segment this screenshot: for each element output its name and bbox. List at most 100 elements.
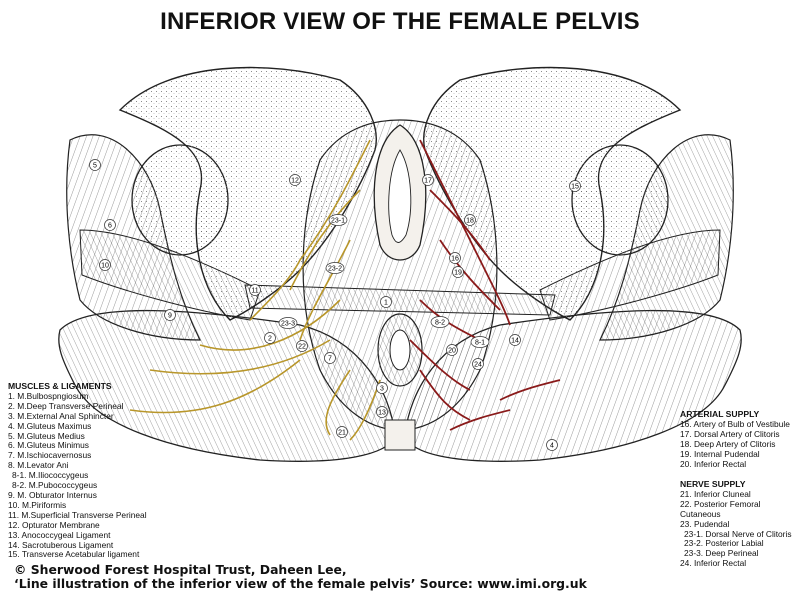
muscles-legend-item: 2. M.Deep Transverse Perineal bbox=[8, 400, 124, 411]
label-marker: 11 bbox=[249, 284, 261, 296]
transverse-perineal bbox=[244, 284, 556, 316]
label-marker: 19 bbox=[452, 266, 464, 278]
label-marker: 2 bbox=[264, 332, 276, 344]
nerve-legend-item: 24. Inferior Rectal bbox=[680, 558, 747, 569]
label-marker: 8-1 bbox=[470, 336, 490, 348]
label-marker: 14 bbox=[509, 334, 521, 346]
credit-line-2: ‘Line illustration of the inferior view … bbox=[14, 576, 587, 591]
arterial-legend-item: 17. Dorsal Artery of Clitoris bbox=[680, 428, 780, 439]
page-title: INFERIOR VIEW OF THE FEMALE PELVIS bbox=[160, 8, 640, 35]
nerve-legend-item: 23. Pudendal bbox=[680, 518, 730, 529]
label-marker: 13 bbox=[376, 406, 388, 418]
pelvis-illustration: 5610911223-323-123-222713132141215171816… bbox=[58, 66, 742, 462]
muscles-legend-item: 15. Transverse Acetabular ligament bbox=[8, 549, 140, 560]
label-marker: 21 bbox=[336, 426, 348, 438]
label-marker-text: 11 bbox=[251, 287, 258, 294]
muscles-legend-item: 3. M.External Anal Sphincter bbox=[8, 410, 114, 421]
label-marker-text: 3 bbox=[380, 385, 384, 392]
muscles-legend-item: 12. Opturator Membrane bbox=[8, 519, 100, 530]
arterial-legend: ARTERIAL SUPPLY 16. Artery of Bulb of Ve… bbox=[680, 409, 798, 469]
muscles-legend-item: 1. M.Bulbospngiosum bbox=[8, 390, 89, 401]
label-marker-text: 16 bbox=[451, 255, 459, 262]
label-marker-text: 20 bbox=[448, 347, 456, 354]
label-marker-text: 23-2 bbox=[328, 265, 342, 272]
label-marker-text: 2 bbox=[268, 335, 272, 342]
nerve-legend-item: 23-2. Posterior Labial bbox=[684, 538, 764, 549]
label-marker-text: 23-1 bbox=[331, 217, 345, 224]
label-marker-text: 18 bbox=[466, 217, 474, 224]
label-marker: 23-3 bbox=[278, 317, 298, 329]
label-markers: 5610911223-323-123-222713132141215171816… bbox=[89, 159, 581, 451]
label-marker-text: 17 bbox=[424, 177, 432, 184]
label-marker: 1 bbox=[380, 296, 392, 308]
muscles-legend-item: 5. M.Gluteus Medius bbox=[8, 430, 85, 441]
vulva bbox=[373, 124, 427, 261]
label-marker-text: 8-2 bbox=[435, 319, 445, 326]
label-marker-text: 15 bbox=[571, 183, 579, 190]
nerve-legend-item: 21. Inferior Cluneal bbox=[680, 488, 751, 499]
label-marker-text: 7 bbox=[328, 355, 332, 362]
label-marker: 16 bbox=[449, 252, 461, 264]
label-marker-text: 9 bbox=[168, 312, 172, 319]
nerve-legend-item: 23-3. Deep Perineal bbox=[684, 548, 759, 559]
credit-line-1: © Sherwood Forest Hospital Trust, Daheen… bbox=[14, 562, 347, 577]
label-marker-text: 1 bbox=[384, 299, 388, 306]
gluteus-maximus bbox=[58, 309, 742, 462]
label-marker: 3 bbox=[376, 382, 388, 394]
muscles-heading: MUSCLES & LIGAMENTS bbox=[8, 381, 112, 391]
label-marker: 5 bbox=[89, 159, 101, 171]
nerve-legend-item: 22. Posterior Femoral Cutaneous bbox=[680, 498, 761, 519]
muscles-legend-item: 13. Anococcygeal Ligament bbox=[8, 529, 111, 540]
label-marker: 24 bbox=[472, 358, 484, 370]
label-marker: 9 bbox=[164, 309, 176, 321]
label-marker-text: 22 bbox=[298, 343, 306, 350]
muscles-legend-item: 8. M.Levator Ani bbox=[8, 460, 69, 471]
muscles-legend-item: 9. M. Obturator Internus bbox=[8, 489, 97, 500]
label-marker-text: 21 bbox=[338, 429, 346, 436]
arterial-legend-item: 18. Deep Artery of Clitoris bbox=[680, 438, 776, 449]
label-marker: 18 bbox=[464, 214, 476, 226]
muscles-legend-item: 8-1. M.Iliococcygeus bbox=[12, 470, 89, 481]
muscles-legend-item: 14. Sacrotuberous Ligament bbox=[8, 539, 114, 550]
label-marker-text: 14 bbox=[511, 337, 519, 344]
label-marker: 10 bbox=[99, 259, 111, 271]
label-marker: 8-2 bbox=[430, 316, 450, 328]
muscles-legend-item: 10. M.Piriformis bbox=[8, 499, 67, 510]
label-marker-text: 6 bbox=[108, 222, 112, 229]
label-marker-text: 8-1 bbox=[475, 339, 485, 346]
label-marker: 6 bbox=[104, 219, 116, 231]
label-marker-text: 13 bbox=[378, 409, 386, 416]
label-marker: 23-1 bbox=[328, 214, 348, 226]
label-marker: 17 bbox=[422, 174, 434, 186]
label-marker-text: 12 bbox=[291, 177, 299, 184]
arterial-legend-item: 19. Internal Pudendal bbox=[680, 448, 760, 459]
nerve-supply bbox=[129, 139, 381, 441]
label-marker: 23-2 bbox=[325, 262, 345, 274]
label-marker-text: 10 bbox=[101, 262, 109, 269]
label-marker: 12 bbox=[289, 174, 301, 186]
label-marker: 15 bbox=[569, 180, 581, 192]
label-marker: 7 bbox=[324, 352, 336, 364]
label-marker-text: 4 bbox=[550, 442, 554, 449]
anus bbox=[377, 313, 423, 387]
label-marker: 20 bbox=[446, 344, 458, 356]
nerve-legend-item: 23-1. Dorsal Nerve of Clitoris bbox=[684, 528, 792, 539]
label-marker: 4 bbox=[546, 439, 558, 451]
credit: © Sherwood Forest Hospital Trust, Daheen… bbox=[14, 563, 587, 591]
muscles-legend-item: 7. M.Ischiocavernosus bbox=[8, 450, 92, 461]
muscles-legend-item: 11. M.Superficial Transverse Perineal bbox=[8, 509, 147, 520]
label-marker-text: 19 bbox=[454, 269, 462, 276]
muscles-legend-item: 4. M.Gluteus Maximus bbox=[8, 420, 92, 431]
label-marker-text: 5 bbox=[93, 162, 97, 169]
label-marker-text: 23-3 bbox=[281, 320, 295, 327]
coccyx bbox=[384, 419, 416, 451]
label-marker-text: 24 bbox=[474, 361, 482, 368]
muscles-legend-item: 6. M.Gluteus Minimus bbox=[8, 440, 89, 451]
muscles-legend-item: 8-2. M.Pubococcygeus bbox=[12, 480, 98, 491]
arterial-supply bbox=[409, 139, 561, 431]
arterial-heading: ARTERIAL SUPPLY bbox=[680, 409, 760, 419]
